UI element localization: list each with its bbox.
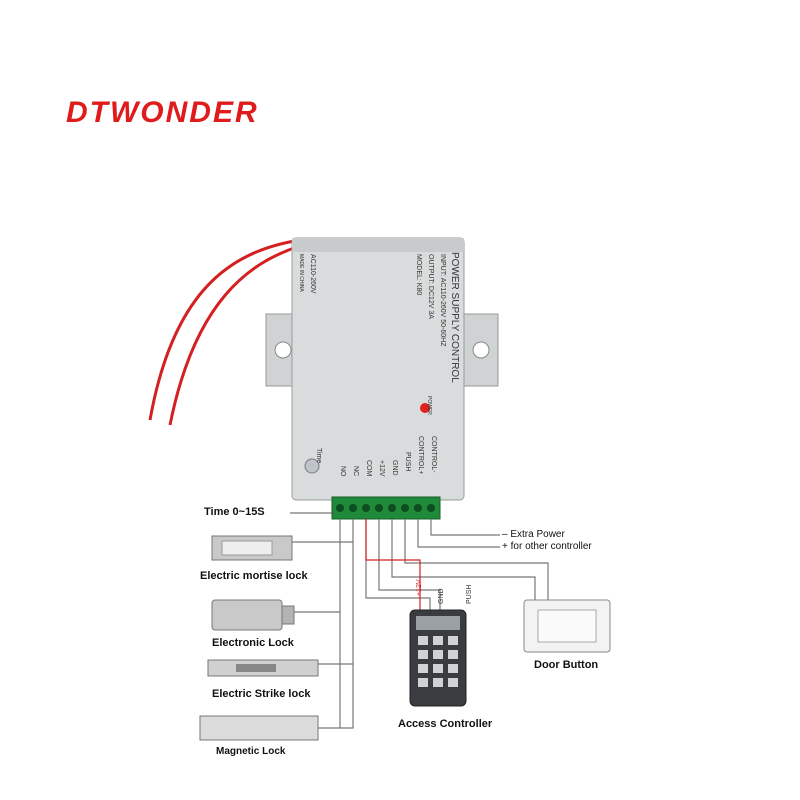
electronic-lock-label: Electronic Lock (212, 637, 294, 649)
terminal-label: COM (365, 460, 372, 477)
terminal-label: NO (339, 466, 346, 477)
time-knob-label: Time (315, 448, 322, 464)
magnetic-lock-image (199, 715, 319, 741)
time-range-label: Time 0~15S (204, 506, 265, 518)
door-button-label: Door Button (534, 659, 599, 671)
box-title: POWER SUPPLY CONTROL (449, 252, 460, 383)
brand-logo-text: DTWONDER (66, 96, 259, 129)
magnetic-lock-label: Magnetic Lock (216, 746, 286, 757)
box-made-in: MADE IN CHINA (298, 254, 304, 292)
box-input-spec: INPUT: AC110-260V 50-60HZ (439, 254, 446, 347)
access-controller-label: Access Controller (398, 718, 493, 730)
terminal-label: +12V (378, 460, 385, 477)
power-led (420, 403, 430, 413)
box-ac-range: AC110-260V (309, 254, 316, 294)
power-led-label: POWER (426, 396, 432, 415)
other-controller-label: + for other controller (502, 541, 592, 552)
wire-label-12v: +12V (416, 579, 423, 596)
terminal-label: PUSH (404, 452, 411, 472)
electric-mortise-lock-label: Electric mortise lock (200, 570, 308, 582)
electronic-lock-image (211, 599, 283, 631)
time-knob (304, 458, 320, 474)
terminal-label: CONTROL- (430, 436, 437, 473)
wire-label-push: PUSH (466, 584, 473, 604)
extra-power-label: – Extra Power (502, 529, 565, 540)
terminal-block (331, 496, 441, 520)
terminal-label: GND (391, 460, 398, 476)
box-model: MODEL: K80 (415, 254, 422, 296)
red-input-wire (168, 244, 301, 426)
box-output-spec: OUTPUT: DC12V 3A (427, 254, 434, 319)
terminal-label: CONTROL+ (417, 436, 424, 475)
terminal-label: NC (352, 466, 359, 477)
red-input-wire (148, 238, 301, 421)
wire-label-gnd: GND (438, 588, 445, 604)
electric-strike-lock-label: Electric Strike lock (212, 688, 311, 700)
